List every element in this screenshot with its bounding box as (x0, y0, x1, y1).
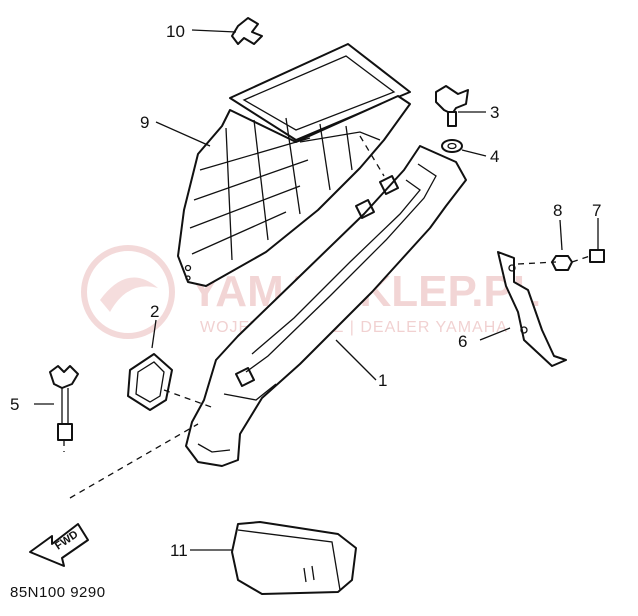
part-3-wing-bolt[interactable] (435, 85, 469, 127)
callout-10: 10 (166, 22, 185, 41)
part-4-grommet[interactable] (441, 139, 463, 153)
callout-11: 11 (170, 541, 188, 560)
callout-1: 1 (378, 371, 387, 390)
part-8-nut[interactable] (551, 255, 573, 271)
callout-labels: 10 9 3 4 8 7 2 6 1 5 11 (10, 22, 601, 560)
part-10-wing-nut[interactable] (231, 17, 263, 45)
part-6-bracket[interactable] (497, 251, 567, 367)
part-5-long-bolt[interactable] (49, 365, 79, 441)
callout-7: 7 (592, 201, 601, 220)
part-2-pad[interactable] (127, 353, 173, 411)
callout-3: 3 (490, 103, 499, 122)
part-11-box[interactable] (231, 521, 357, 595)
callout-2: 2 (150, 302, 159, 321)
watermark-logo-swirl (100, 277, 158, 312)
part-7-screw[interactable] (589, 232, 605, 263)
part-1-side-cover[interactable] (185, 145, 467, 467)
callout-8: 8 (553, 201, 562, 220)
part-9-air-duct[interactable] (177, 43, 411, 287)
callout-9: 9 (140, 113, 149, 132)
callout-4: 4 (490, 147, 499, 166)
callout-5: 5 (10, 395, 19, 414)
watermark-logo-ring (81, 245, 175, 339)
callout-6: 6 (458, 332, 467, 351)
fwd-arrow: FWD (29, 523, 89, 567)
diagram-code: 85N100 9290 (10, 584, 106, 601)
leader-lines (34, 29, 599, 551)
